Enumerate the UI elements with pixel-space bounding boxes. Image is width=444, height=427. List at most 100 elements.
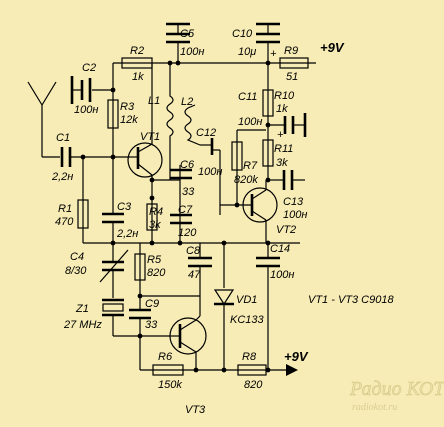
inductor-l1: L1 xyxy=(148,63,174,150)
svg-text:100н: 100н xyxy=(198,166,222,178)
svg-text:820k: 820k xyxy=(234,174,258,186)
antenna-icon xyxy=(27,81,60,158)
svg-text:Z1: Z1 xyxy=(75,303,89,315)
svg-text:8/30: 8/30 xyxy=(65,265,87,277)
capacitor-c9: C9 33 xyxy=(129,296,159,336)
transistor-vt1: VT1 xyxy=(127,131,163,178)
svg-text:C9: C9 xyxy=(145,298,159,310)
svg-text:+: + xyxy=(270,48,277,60)
svg-text:C1: C1 xyxy=(56,132,70,144)
svg-text:R4: R4 xyxy=(149,206,163,218)
svg-text:100н: 100н xyxy=(283,209,307,221)
svg-text:100н: 100н xyxy=(180,46,204,58)
svg-text:100н: 100н xyxy=(74,104,98,116)
svg-text:R3: R3 xyxy=(120,101,135,113)
resistor-r8: R8 820 xyxy=(237,351,267,391)
svg-text:L1: L1 xyxy=(148,95,160,107)
inductor-l2: L2 xyxy=(181,96,201,146)
capacitor-c3: C3 2,2н xyxy=(102,157,138,243)
capacitor-c6: C6 33 xyxy=(170,159,195,198)
resistor-r7: R7 820k xyxy=(231,141,258,186)
svg-text:VD1: VD1 xyxy=(236,294,257,306)
svg-text:2,2н: 2,2н xyxy=(116,228,138,240)
svg-text:C6: C6 xyxy=(180,159,195,171)
resistor-r10: R10 1k xyxy=(262,89,295,117)
svg-text:100н: 100н xyxy=(238,116,262,128)
watermark-site: radiokot.ru xyxy=(352,402,397,413)
svg-text:C13: C13 xyxy=(283,196,304,208)
supply-bottom-label: +9V xyxy=(284,349,309,364)
capacitor-c14: C14 100н xyxy=(256,243,294,370)
capacitor-c2: C2 100н xyxy=(70,62,113,116)
arrow-right-icon xyxy=(286,364,298,376)
svg-text:R2: R2 xyxy=(130,45,144,57)
svg-text:R9: R9 xyxy=(284,45,298,57)
supply-top-label: +9V xyxy=(320,40,345,55)
resistor-r5: R5 820 xyxy=(134,253,166,281)
transistor-note: VT1 - VT3 C9018 xyxy=(308,294,394,306)
svg-text:C10: C10 xyxy=(232,28,253,40)
capacitor-c11: C11 100н + xyxy=(238,91,307,141)
svg-text:120: 120 xyxy=(178,227,197,239)
svg-text:150k: 150k xyxy=(158,379,182,391)
resistor-r11: R11 3k xyxy=(262,139,293,169)
svg-text:33: 33 xyxy=(145,319,158,331)
svg-text:C14: C14 xyxy=(270,243,290,255)
svg-text:12k: 12k xyxy=(120,114,138,126)
capacitor-c7: C7 120 xyxy=(170,204,197,239)
capacitor-c8: C8 47 xyxy=(186,243,212,296)
capacitor-c5: C5 100н xyxy=(166,22,204,63)
svg-text:1k: 1k xyxy=(132,71,144,83)
resistor-r1: R1 470 xyxy=(55,199,89,229)
watermark-name: Радио КОТ xyxy=(349,378,444,400)
svg-text:R1: R1 xyxy=(58,203,72,215)
svg-text:3k: 3k xyxy=(149,219,161,231)
capacitor-c10: C10 10μ + xyxy=(232,22,280,63)
svg-text:C4: C4 xyxy=(70,251,84,263)
svg-text:C12: C12 xyxy=(196,127,216,139)
capacitor-c1: C1 2,2н xyxy=(51,132,130,183)
svg-text:820: 820 xyxy=(244,379,263,391)
resistor-r2: R2 1k xyxy=(121,45,153,83)
svg-text:R5: R5 xyxy=(147,254,162,266)
svg-text:51: 51 xyxy=(286,71,298,83)
svg-text:820: 820 xyxy=(147,267,166,279)
resistor-r4: R4 3k xyxy=(146,203,163,231)
svg-text:R6: R6 xyxy=(158,351,173,363)
svg-text:2,2н: 2,2н xyxy=(51,171,73,183)
svg-text:47: 47 xyxy=(188,269,201,281)
svg-text:R11: R11 xyxy=(274,143,293,155)
svg-text:10μ: 10μ xyxy=(238,46,256,58)
caption: VT3 xyxy=(185,404,206,416)
svg-text:C7: C7 xyxy=(178,204,193,216)
svg-text:C2: C2 xyxy=(82,62,96,74)
svg-text:R7: R7 xyxy=(243,160,258,172)
resistor-r6: R6 150k xyxy=(152,351,184,391)
svg-text:1k: 1k xyxy=(276,103,288,115)
transistor-vt3 xyxy=(169,317,207,355)
crystal-z1: Z1 27 MHz xyxy=(63,298,124,336)
svg-text:KC133: KC133 xyxy=(230,314,265,326)
svg-text:R8: R8 xyxy=(242,351,257,363)
svg-text:L2: L2 xyxy=(181,96,193,108)
diode-vd1: VD1 KC133 xyxy=(213,289,265,326)
svg-text:+: + xyxy=(277,129,284,141)
svg-text:C11: C11 xyxy=(238,91,257,103)
capacitor-c13: C13 100н xyxy=(268,170,307,221)
svg-text:C3: C3 xyxy=(117,201,132,213)
capacitor-c4: C4 8/30 xyxy=(65,243,129,298)
resistor-r3: R3 12k xyxy=(107,99,138,129)
svg-text:27 MHz: 27 MHz xyxy=(63,319,102,331)
svg-text:VT1: VT1 xyxy=(140,131,160,143)
svg-text:VT2: VT2 xyxy=(276,224,296,236)
transistor-vt2: VT2 xyxy=(220,187,296,236)
capacitor-c12: C12 100н xyxy=(196,127,222,215)
svg-text:100н: 100н xyxy=(270,269,294,281)
svg-text:C8: C8 xyxy=(186,245,201,257)
resistor-r9: R9 51 xyxy=(279,45,309,83)
svg-text:R10: R10 xyxy=(274,90,295,102)
svg-text:C5: C5 xyxy=(180,28,195,40)
svg-text:33: 33 xyxy=(182,186,195,198)
svg-text:470: 470 xyxy=(55,216,74,228)
